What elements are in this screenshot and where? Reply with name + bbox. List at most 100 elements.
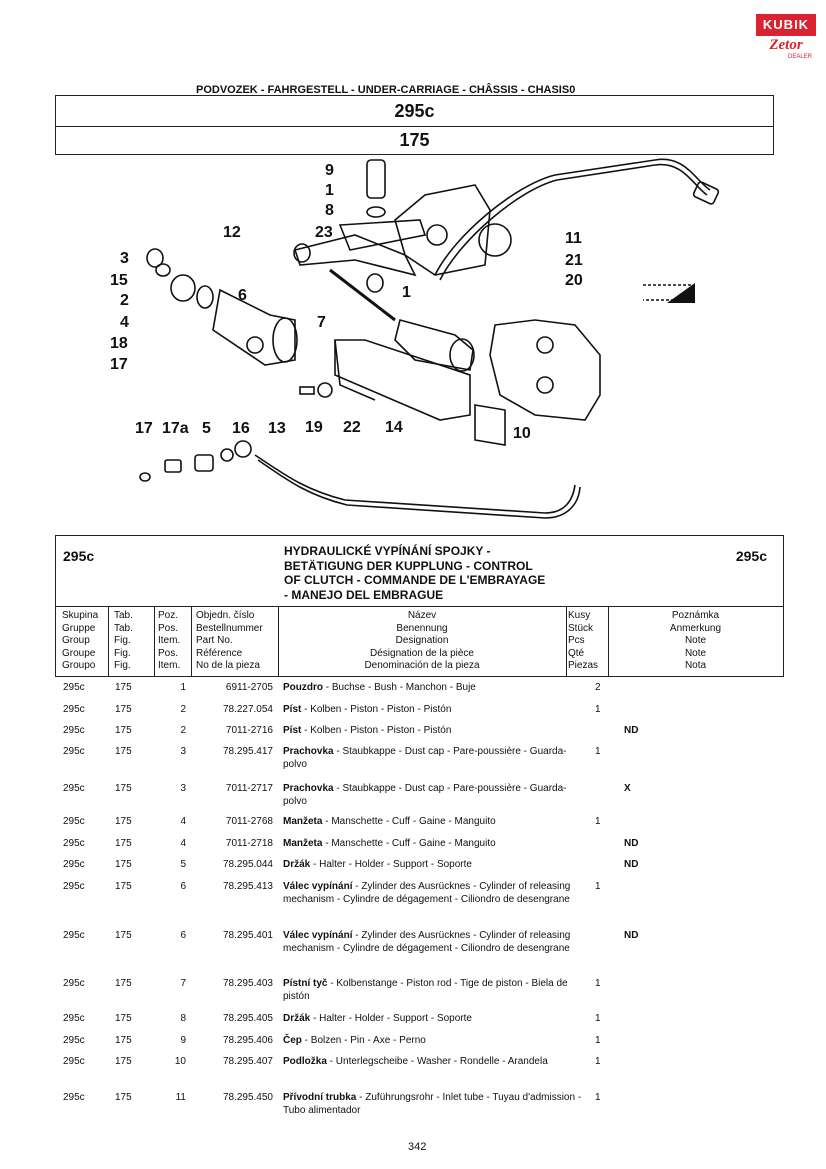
row-name-cz: Píst <box>283 725 302 736</box>
row-name-cz: Držák <box>283 859 311 870</box>
row-partno: 78.295.406 <box>222 1035 273 1046</box>
direction-arrow <box>667 283 695 303</box>
row-table: 175 <box>115 859 132 870</box>
row-name-translations: - Kolben - Piston - Piston - Pistón <box>301 725 452 736</box>
washer-10 <box>474 404 506 446</box>
row-name-translations: - Halter - Holder - Support - Soporte <box>310 859 472 870</box>
row-name-translations: - Kolben - Piston - Piston - Pistón <box>301 704 452 715</box>
callout-10: 10 <box>513 425 531 442</box>
title-line: HYDRAULICKÉ VYPÍNÁNÍ SPOJKY - <box>284 544 491 558</box>
holder-5 <box>194 454 214 472</box>
callout-14: 14 <box>385 419 403 436</box>
row-group: 295c <box>63 881 85 892</box>
inlet-tube-11 <box>434 158 711 276</box>
row-name-translations: - Zuführungsrohr - Inlet tube - Tuyau d'… <box>283 1092 582 1116</box>
row-table: 175 <box>115 725 132 736</box>
callout-5: 5 <box>202 420 211 437</box>
row-pos: 4 <box>180 838 186 849</box>
row-partno: 78.295.405 <box>222 1013 273 1024</box>
row-table: 175 <box>115 1092 132 1103</box>
row-partno: 78.227.054 <box>222 704 273 715</box>
row-table: 175 <box>115 1035 132 1046</box>
row-group: 295c <box>63 704 85 715</box>
column-divider <box>108 606 109 676</box>
row-qty: 2 <box>595 682 601 693</box>
row-name-cz: Manžeta <box>283 816 323 827</box>
row-partno: 78.295.407 <box>222 1056 273 1067</box>
bracket-14 <box>334 339 471 421</box>
row-name-translations: - Staubkappe - Dust cap - Pare-poussière… <box>283 746 567 770</box>
title-line: BETÄTIGUNG DER KUPPLUNG - CONTROL <box>284 558 533 573</box>
callout-23: 23 <box>315 224 333 241</box>
row-group: 295c <box>63 783 85 794</box>
row-partno: 78.295.044 <box>222 859 273 870</box>
row-name-cz: Válec vypínání <box>283 930 353 941</box>
callout-22: 22 <box>343 419 361 436</box>
row-name-cz: Pouzdro <box>283 682 323 693</box>
column-divider <box>566 606 567 676</box>
row-qty: 1 <box>595 746 601 757</box>
header-divider <box>56 606 783 607</box>
row-name-cz: Prachovka <box>283 746 334 757</box>
col-header-table: Tab.Tab.Fig.Fig.Fig. <box>114 610 133 671</box>
callout-9: 9 <box>325 162 334 179</box>
row-pos: 3 <box>180 783 186 794</box>
row-qty: 1 <box>595 1092 601 1103</box>
holder-8 <box>338 219 427 251</box>
row-name-cz: Čep <box>283 1035 302 1046</box>
row-group: 295c <box>63 1035 85 1046</box>
row-partno: 7011-2768 <box>225 816 273 827</box>
row-table: 175 <box>115 838 132 849</box>
row-table: 175 <box>115 783 132 794</box>
logo-kubik-text: KUBIK <box>756 14 816 36</box>
row-name-translations: - Manschette - Cuff - Gaine - Manguito <box>322 816 496 827</box>
column-divider <box>154 606 155 676</box>
gearbox <box>489 319 601 421</box>
row-group: 295c <box>63 682 85 693</box>
row-pos: 10 <box>174 1056 186 1067</box>
row-qty: 1 <box>595 1013 601 1024</box>
pin-9 <box>366 159 386 199</box>
column-divider <box>191 606 192 676</box>
row-partno: 6911-2705 <box>225 682 273 693</box>
row-pos: 6 <box>180 881 186 892</box>
row-name-translations: - Zylinder des Ausrücknes - Cylinder of … <box>283 881 571 905</box>
tube-fitting <box>692 181 720 205</box>
row-note: X <box>624 783 631 794</box>
row-name-cz: Manžeta <box>283 838 323 849</box>
row-name-cz: Válec vypínání <box>283 881 353 892</box>
row-description: Přívodní trubka - Zuführungsrohr - Inlet… <box>283 1091 583 1117</box>
callout-19: 19 <box>305 419 323 436</box>
row-qty: 1 <box>595 881 601 892</box>
row-name-translations: - Halter - Holder - Support - Soporte <box>310 1013 472 1024</box>
row-name-translations: - Buchse - Bush - Manchon - Buje <box>323 682 476 693</box>
row-qty: 1 <box>595 704 601 715</box>
row-description: Podložka - Unterlegscheibe - Washer - Ro… <box>283 1055 583 1068</box>
row-partno: 78.295.413 <box>222 881 273 892</box>
group-header-box: 295c 175 <box>55 95 774 155</box>
callout-7: 7 <box>317 314 326 331</box>
page-number: 342 <box>408 1141 427 1153</box>
title-line: - MANEJO DEL EMBRAGUE <box>284 587 444 602</box>
column-divider <box>278 606 279 676</box>
row-description: Manžeta - Manschette - Cuff - Gaine - Ma… <box>283 837 583 850</box>
row-partno: 78.295.417 <box>222 746 273 757</box>
row-description: Válec vypínání - Zylinder des Ausrücknes… <box>283 929 583 955</box>
row-partno: 78.295.403 <box>222 978 273 989</box>
row-table: 175 <box>115 704 132 715</box>
row-pos: 2 <box>180 725 186 736</box>
kubik-zetor-logo: KUBIK Zetor DEALER <box>756 14 816 70</box>
row-description: Píst - Kolben - Piston - Piston - Pistón <box>283 724 583 737</box>
callout-11: 11 <box>565 230 582 247</box>
row-partno: 7011-2718 <box>225 838 273 849</box>
row-qty: 1 <box>595 816 601 827</box>
row-name-cz: Pístní tyč <box>283 978 328 989</box>
row-group: 295c <box>63 725 85 736</box>
callout-2: 2 <box>120 292 129 309</box>
callout-18: 18 <box>110 335 128 352</box>
row-name-translations: - Staubkappe - Dust cap - Pare-poussière… <box>283 783 567 807</box>
row-group: 295c <box>63 859 85 870</box>
